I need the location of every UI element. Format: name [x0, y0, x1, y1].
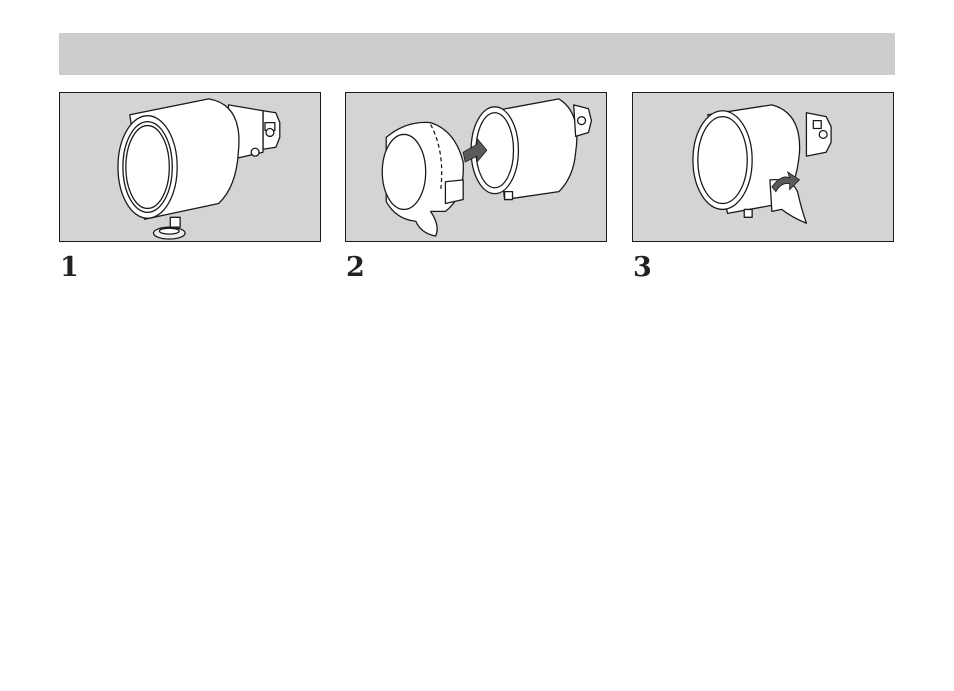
step-2-illustration [345, 92, 607, 242]
section-header-bar [59, 33, 895, 75]
hood-detach-arrow-icon [346, 93, 606, 241]
step-1-illustration [59, 92, 321, 242]
step-number-2: 2 [346, 252, 365, 284]
hood-rotate-arrow-icon [633, 93, 893, 241]
lens-hood-attached-icon [60, 93, 320, 241]
step-number-1: 1 [60, 252, 79, 284]
step-number-3: 3 [633, 252, 652, 284]
step-3-illustration [632, 92, 894, 242]
